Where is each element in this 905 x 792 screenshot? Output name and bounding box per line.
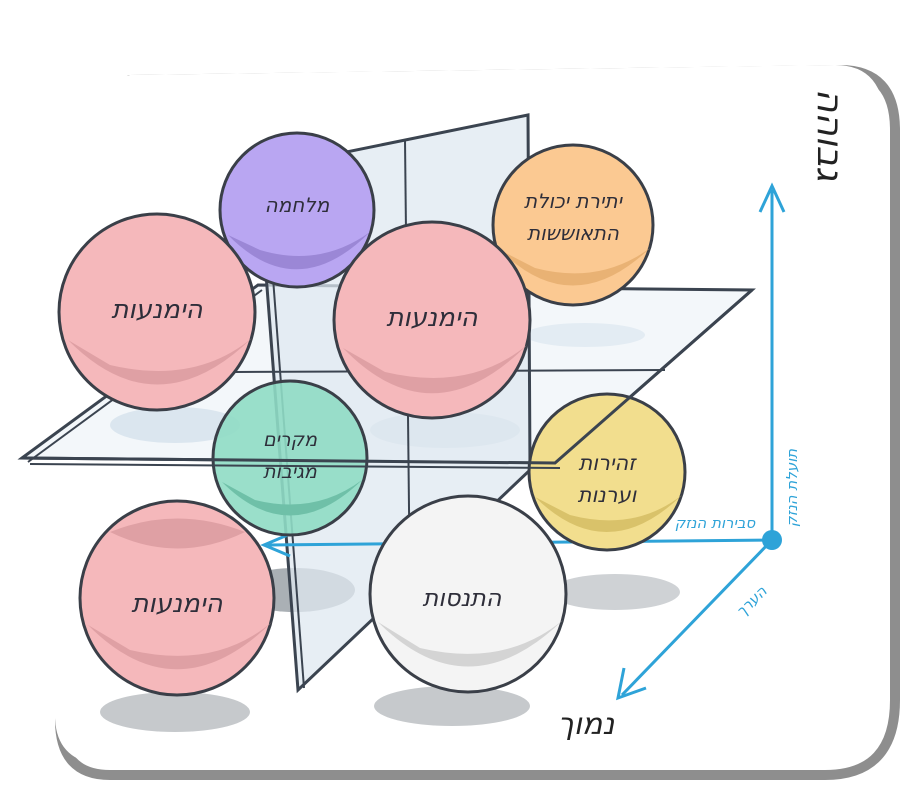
sphere-label: מקרים: [263, 429, 318, 451]
horizontal-plane-front-edge: [21, 288, 753, 465]
depth-axis-arrowhead: [616, 667, 647, 701]
sphere-avoid-center: הימנעות: [332, 220, 532, 420]
vertical-axis-label: גבוהה: [809, 89, 850, 182]
sphere-label: זהירות: [578, 451, 637, 475]
floor-shadow: [100, 692, 250, 732]
horizontal-axis-arrowhead: [260, 532, 291, 558]
sphere-neg-cases: מקרים מגיבות: [211, 379, 369, 537]
sphere-experience: התנסות: [368, 494, 568, 694]
sphere-label: הימנעות: [111, 295, 202, 325]
axes-origin: [762, 530, 782, 550]
sphere-caution: זהירות וערנות: [527, 392, 687, 552]
horizontal-plane-front-edge: [29, 463, 561, 469]
sphere-label: יתירת יכולת: [524, 189, 623, 213]
sphere-label: מלחמה: [265, 193, 330, 217]
depth-axis-label: נמוך: [558, 707, 615, 742]
sphere-label: וערנות: [578, 483, 638, 507]
sphere-label: הימנעות: [131, 589, 222, 619]
horizontal-axis-caption: סבירות הנזק: [675, 514, 757, 532]
sphere-label: התנסות: [423, 584, 502, 612]
vertical-axis-caption: תועלת הנזק: [783, 449, 801, 527]
plane-shadow: [110, 407, 240, 443]
sphere-label: התאוששות: [527, 221, 619, 245]
plane-shadow: [525, 323, 645, 347]
sphere-label: מגיבות: [263, 461, 318, 483]
sphere-high-ability: יתירת יכולת התאוששות: [491, 143, 655, 307]
card-shadow: [55, 64, 900, 780]
vertical-axis-arrowhead: [758, 182, 786, 213]
floor-shadow: [550, 574, 680, 610]
sphere-war: מלחמה: [218, 131, 376, 289]
sphere-label: הימנעות: [386, 303, 477, 333]
depth-axis: [620, 538, 774, 697]
floor-shadow: [374, 686, 530, 726]
sphere-avoid-left: הימנעות: [57, 212, 257, 412]
sphere-avoid-bottom: הימנעות: [78, 499, 276, 697]
